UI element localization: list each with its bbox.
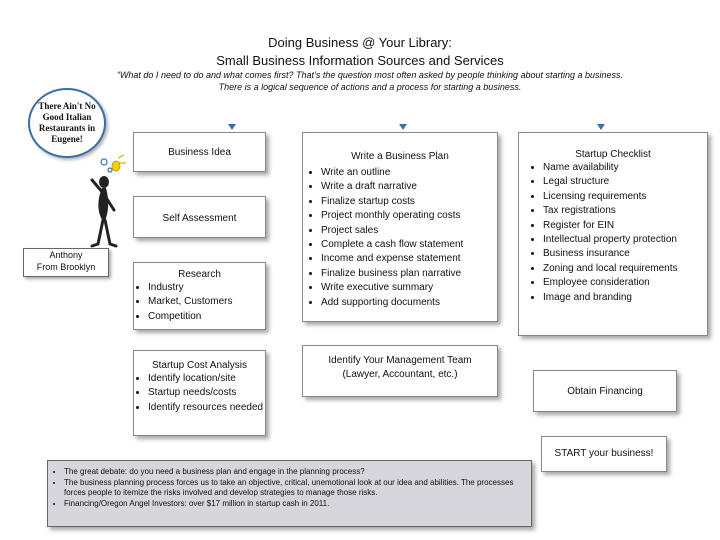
list-item: Competition xyxy=(148,310,265,324)
business-plan-list: Write an outline Write a draft narrative… xyxy=(303,166,497,310)
box-financing-title: Obtain Financing xyxy=(567,386,643,397)
list-item: Legal structure xyxy=(543,175,707,189)
list-item: Market, Customers xyxy=(148,295,265,309)
list-item: Finalize startup costs xyxy=(321,195,497,209)
person-label: Anthony From Brooklyn xyxy=(23,248,109,277)
page-title: Doing Business @ Your Library: Small Bus… xyxy=(0,34,720,70)
person-figure-icon xyxy=(90,154,126,248)
list-item: Tax registrations xyxy=(543,204,707,218)
list-item: Industry xyxy=(148,281,265,295)
list-item: Identify resources needed xyxy=(148,401,265,415)
box-management-team-subtitle: (Lawyer, Accountant, etc.) xyxy=(342,369,458,380)
thought-bubble-text: There Ain't No Good Italian Restaurants … xyxy=(38,101,96,144)
list-item: Startup needs/costs xyxy=(148,386,265,400)
box-self-assessment-title: Self Assessment xyxy=(162,213,237,224)
box-management-team: Identify Your Management Team (Lawyer, A… xyxy=(302,345,498,397)
box-start-business: START your business! xyxy=(541,436,667,472)
box-write-business-plan: Write a Business Plan Write an outline W… xyxy=(302,132,498,322)
arrow-down-icon xyxy=(597,124,605,130)
arrow-down-icon xyxy=(399,124,407,130)
subtitle-line-2: There is a logical sequence of actions a… xyxy=(218,82,522,92)
checklist-list: Name availability Legal structure Licens… xyxy=(519,161,707,305)
box-startup-checklist: Startup Checklist Name availability Lega… xyxy=(518,132,708,336)
arrow-down-icon xyxy=(228,124,236,130)
list-item: Write an outline xyxy=(321,166,497,180)
list-item: Add supporting documents xyxy=(321,296,497,310)
box-obtain-financing: Obtain Financing xyxy=(533,370,677,412)
person-name: Anthony xyxy=(49,250,83,260)
box-self-assessment: Self Assessment xyxy=(133,196,266,238)
list-item: Image and branding xyxy=(543,291,707,305)
list-item: Register for EIN xyxy=(543,219,707,233)
list-item: Licensing requirements xyxy=(543,190,707,204)
title-line-2: Small Business Information Sources and S… xyxy=(216,53,504,68)
person-origin: From Brooklyn xyxy=(36,262,96,272)
list-item: Zoning and local requirements xyxy=(543,262,707,276)
list-item: Employee consideration xyxy=(543,276,707,290)
page-subtitle: “What do I need to do and what comes fir… xyxy=(60,69,680,93)
list-item: Income and expense statement xyxy=(321,252,497,266)
list-item: Business insurance xyxy=(543,247,707,261)
list-item: Intellectual property protection xyxy=(543,233,707,247)
note-item: The business planning process forces us … xyxy=(64,478,531,499)
list-item: Write executive summary xyxy=(321,281,497,295)
box-business-idea: Business Idea xyxy=(133,132,266,172)
list-item: Complete a cash flow statement xyxy=(321,238,497,252)
note-item: The great debate: do you need a business… xyxy=(64,467,531,478)
research-list: Industry Market, Customers Competition xyxy=(134,281,265,324)
box-business-idea-title: Business Idea xyxy=(168,147,231,158)
box-checklist-title: Startup Checklist xyxy=(575,149,651,160)
notes-box: The great debate: do you need a business… xyxy=(47,460,532,527)
box-research: Research Industry Market, Customers Comp… xyxy=(133,262,266,330)
list-item: Finalize business plan narrative xyxy=(321,267,497,281)
box-startup-cost-title: Startup Cost Analysis xyxy=(151,360,248,371)
title-line-1: Doing Business @ Your Library: xyxy=(268,35,452,50)
list-item: Identify location/site xyxy=(148,372,265,386)
list-item: Project monthly operating costs xyxy=(321,209,497,223)
box-start-title: START your business! xyxy=(554,448,654,459)
note-item: Financing/Oregon Angel Investors: over $… xyxy=(64,499,531,510)
box-startup-cost-analysis: Startup Cost Analysis Identify location/… xyxy=(133,350,266,436)
thought-bubble: There Ain't No Good Italian Restaurants … xyxy=(28,88,106,158)
startup-cost-list: Identify location/site Startup needs/cos… xyxy=(134,372,265,415)
subtitle-line-1: “What do I need to do and what comes fir… xyxy=(116,70,624,80)
list-item: Project sales xyxy=(321,224,497,238)
notes-list: The great debate: do you need a business… xyxy=(48,467,531,509)
list-item: Name availability xyxy=(543,161,707,175)
box-business-plan-title: Write a Business Plan xyxy=(351,151,449,162)
list-item: Write a draft narrative xyxy=(321,180,497,194)
box-research-title: Research xyxy=(178,269,221,280)
box-management-team-title: Identify Your Management Team xyxy=(328,355,472,366)
